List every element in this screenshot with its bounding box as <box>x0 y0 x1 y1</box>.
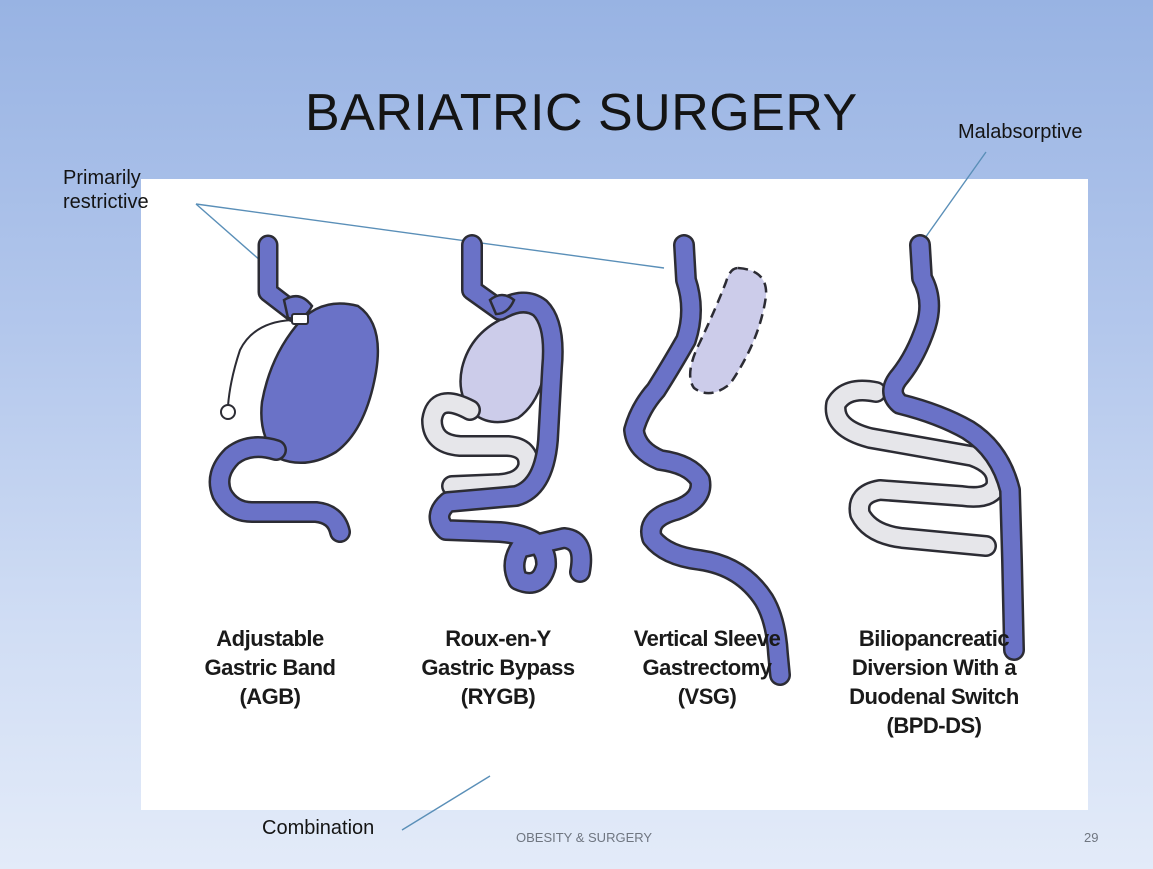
agb-access-port <box>221 405 235 419</box>
procedure-rygb-caption: Roux-en-Y Gastric Bypass (RYGB) <box>418 624 578 711</box>
footer-title: OBESITY & SURGERY <box>516 830 652 845</box>
vsg-caption-line-2: Gastrectomy <box>622 653 792 682</box>
rygb-caption-line-3: (RYGB) <box>418 682 578 711</box>
callout-malabsorptive <box>925 152 986 238</box>
vsg-removed-stomach <box>690 268 766 393</box>
procedure-vsg-caption: Vertical Sleeve Gastrectomy (VSG) <box>622 624 792 711</box>
bpdds-caption-line-1: Biliopancreatic <box>830 624 1038 653</box>
vsg-caption-line-3: (VSG) <box>622 682 792 711</box>
agb-caption-line-3: (AGB) <box>200 682 340 711</box>
procedure-agb-caption: Adjustable Gastric Band (AGB) <box>200 624 340 711</box>
agb-illustration <box>220 245 378 532</box>
agb-caption-line-1: Adjustable <box>200 624 340 653</box>
procedure-bpdds-caption: Biliopancreatic Diversion With a Duodena… <box>830 624 1038 740</box>
vsg-caption-line-1: Vertical Sleeve <box>622 624 792 653</box>
vsg-illustration <box>634 245 780 675</box>
callout-combination <box>402 776 490 830</box>
bpdds-caption-line-2: Diversion With a <box>830 653 1038 682</box>
callout-primary-to-agb <box>196 204 262 262</box>
bpdds-caption-line-4: (BPD-DS) <box>830 711 1038 740</box>
page-number: 29 <box>1084 830 1098 845</box>
agb-stomach <box>261 304 378 463</box>
bpdds-caption-line-3: Duodenal Switch <box>830 682 1038 711</box>
rygb-illustration <box>432 245 581 583</box>
rygb-caption-line-2: Gastric Bypass <box>418 653 578 682</box>
rygb-caption-line-1: Roux-en-Y <box>418 624 578 653</box>
bpdds-illustration <box>836 245 1014 650</box>
agb-caption-line-2: Gastric Band <box>200 653 340 682</box>
agb-gastric-band <box>292 314 308 324</box>
